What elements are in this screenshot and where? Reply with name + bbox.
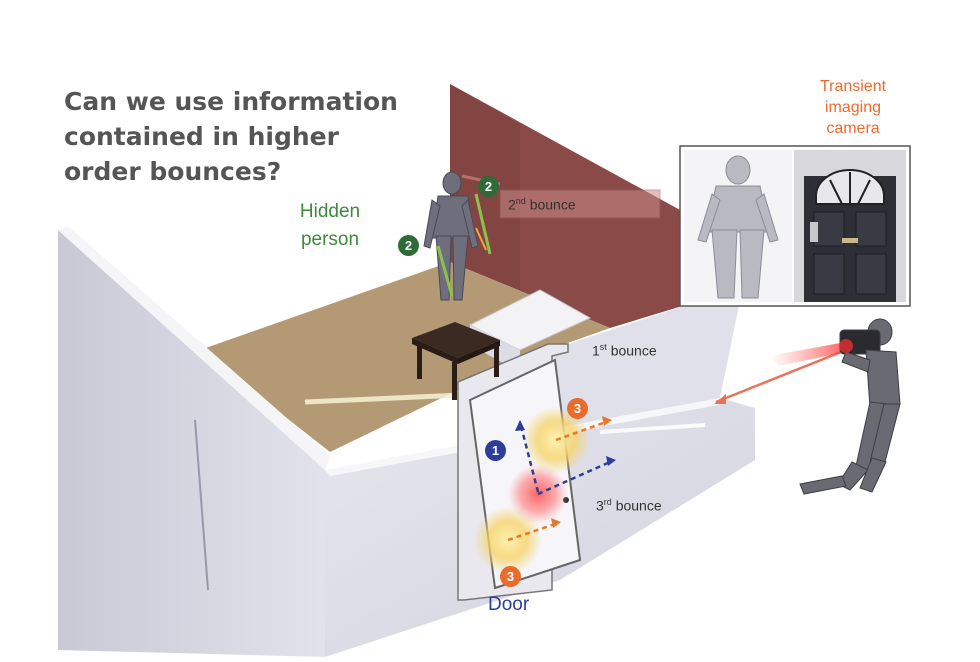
ray-blue-right-arrowhead (606, 456, 616, 466)
ledge-top (468, 289, 592, 351)
inset-person-icon (697, 155, 779, 299)
second-bounce-suffix: nd (515, 196, 526, 206)
hidden-person-label: Hidden person (299, 201, 361, 250)
first-bounce-suffix: st (599, 342, 607, 352)
person-reflection-right (474, 193, 492, 255)
second-bounce-label: 2nd bounce (508, 196, 576, 213)
second-bounce-text: bounce (529, 196, 576, 213)
ray-lower-arrowhead (551, 518, 561, 528)
first-bounce-number: 1 (592, 342, 600, 359)
wall-light-streak (599, 423, 706, 434)
third-bounce-number: 3 (596, 497, 604, 514)
left-wall (58, 230, 325, 657)
third-bounce-label: 3rd bounce (596, 497, 662, 514)
person-reflection-left (436, 245, 454, 297)
ray-blue-up (519, 425, 540, 493)
bounce3-badge-bottom: 3 (500, 566, 521, 587)
ray-blue-up-arrowhead (515, 420, 525, 431)
third-bounce-suffix: rd (603, 497, 612, 507)
inset-door-icon (804, 169, 896, 302)
right-wall (520, 300, 740, 430)
person-reflection-arrow (475, 227, 487, 251)
left-wall-seam (194, 419, 209, 591)
camera-laser-glow (770, 340, 856, 366)
camera-beam (715, 348, 847, 404)
second-bounce-number: 2 (508, 196, 516, 213)
bounce2-badge-side: 2 (398, 235, 419, 256)
third-bounce-text: bounce (615, 497, 662, 514)
left-wall-top (58, 226, 330, 470)
bounce1-badge: 1 (485, 440, 506, 461)
second-bounce-box (499, 189, 661, 219)
ray-upper-arrowhead (602, 416, 612, 426)
first-bounce-label: 1st bounce (592, 342, 657, 359)
page-title: Can we use information contained in high… (64, 87, 398, 186)
camera-beam-arrowhead (714, 394, 726, 404)
bounce3-badge-top: 3 (567, 398, 588, 419)
door-label: Door (488, 594, 530, 615)
table-icon (412, 322, 500, 400)
bounce2-badge-top: 2 (478, 176, 499, 197)
camera-label: Transient imaging camera (819, 78, 887, 137)
ray-blue-right (537, 460, 611, 496)
first-bounce-text: bounce (610, 342, 657, 359)
camera-lens (839, 339, 853, 353)
